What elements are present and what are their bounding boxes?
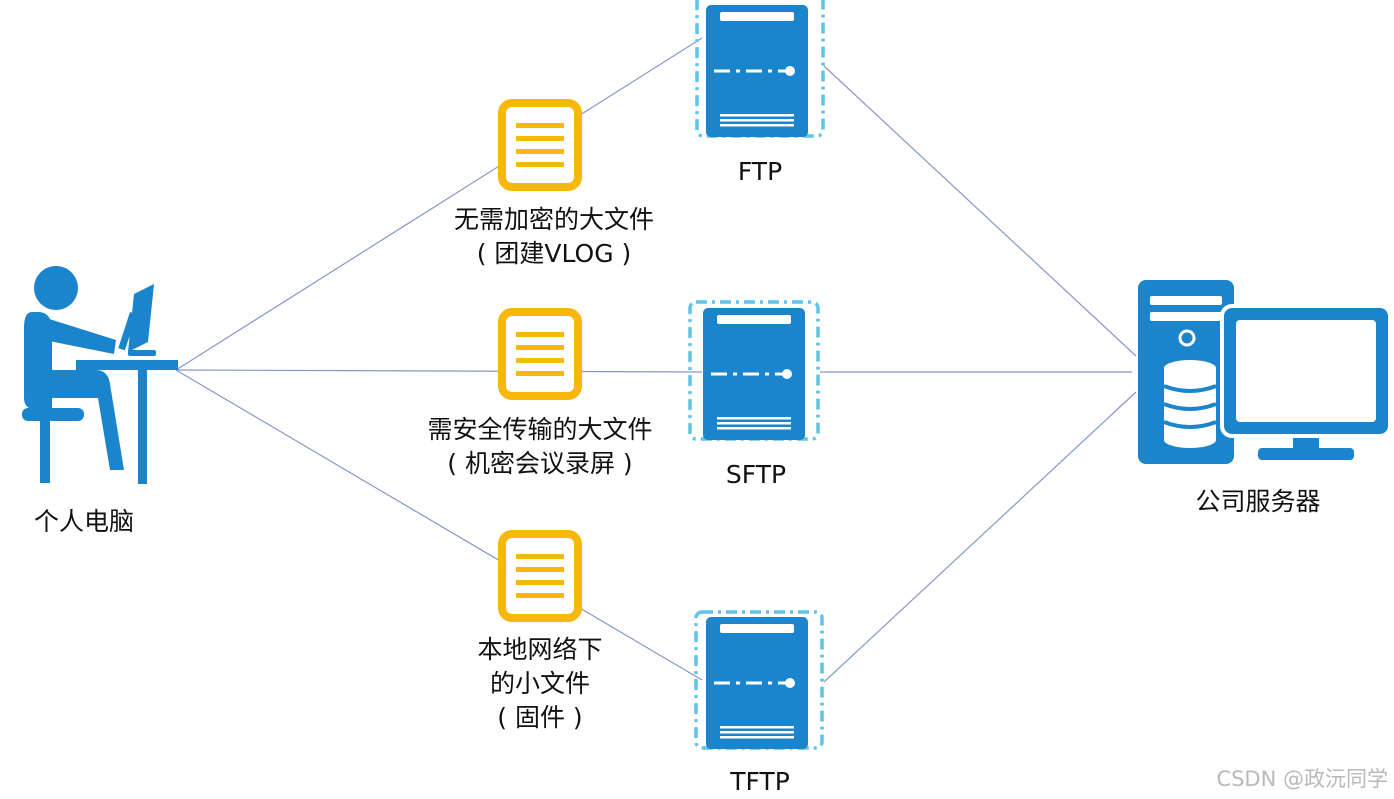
ftp-label: FTP — [737, 157, 783, 186]
tftp-file-desc-line3: ( 固件 ) — [497, 703, 583, 732]
line-ftp-to-server — [823, 65, 1137, 357]
line-pc-to-ftp — [175, 37, 703, 371]
line-tftp-to-server — [823, 391, 1137, 683]
connector-lines — [175, 37, 1137, 683]
tftp-file-description: 本地网络下 的小文件 ( 固件 ) — [477, 633, 602, 735]
sftp-file-desc-line2: ( 机密会议录屏 ) — [447, 449, 633, 478]
ftp-server-icon — [695, 0, 825, 139]
ftp-file-icon — [502, 103, 578, 187]
tftp-file-desc-line1: 本地网络下 — [477, 635, 603, 664]
tftp-label: TFTP — [730, 767, 790, 796]
sftp-server-icon — [688, 300, 820, 442]
personal-pc-label: 个人电脑 — [33, 507, 135, 536]
watermark: CSDN @政沅同学 — [1216, 767, 1388, 791]
sftp-file-icon — [502, 312, 578, 396]
line-pc-to-sftp — [175, 369, 703, 373]
tftp-server-icon — [694, 610, 824, 751]
ftp-file-desc-line1: 无需加密的大文件 — [453, 205, 655, 234]
company-server-label: 公司服务器 — [1195, 487, 1321, 516]
tftp-file-desc-line2: 的小文件 — [489, 669, 591, 698]
sftp-file-description: 需安全传输的大文件 ( 机密会议录屏 ) — [427, 413, 652, 481]
ftp-file-desc-line2: ( 团建VLOG ) — [476, 239, 632, 268]
sftp-file-desc-line1: 需安全传输的大文件 — [427, 415, 653, 444]
company-server-icon — [1138, 280, 1392, 464]
ftp-file-description: 无需加密的大文件 ( 团建VLOG ) — [454, 203, 654, 271]
line-pc-to-tftp — [175, 369, 703, 681]
sftp-label: SFTP — [725, 460, 787, 489]
person-computer-icon — [22, 266, 178, 484]
tftp-file-icon — [502, 534, 578, 618]
